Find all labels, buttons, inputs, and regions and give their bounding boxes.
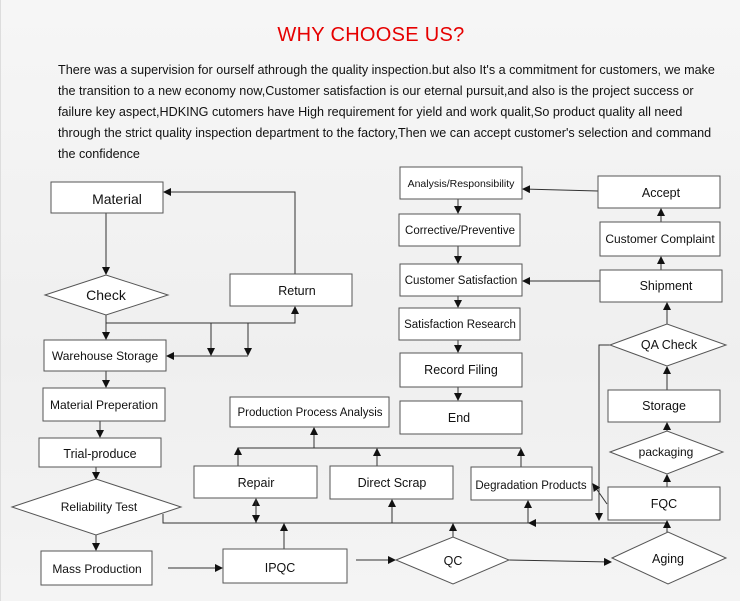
connectors — [92, 185, 671, 572]
node-end: End — [399, 400, 523, 435]
node-material-preperation: Material Preperation — [42, 387, 166, 422]
node-label: Degradation Products — [475, 480, 586, 492]
node-production-process-analysis: Production Process Analysis — [229, 396, 390, 428]
node-corrective-preventive: Corrective/Preventive — [398, 213, 521, 247]
node-customer-satisfaction: Customer Satisfaction — [399, 263, 523, 297]
node-label: IPQC — [265, 561, 296, 575]
node-label: Repair — [238, 476, 275, 490]
node-label: Reliability Test — [61, 500, 138, 514]
node-fqc: FQC — [607, 486, 721, 521]
node-qa-check: QA Check — [608, 323, 728, 367]
node-label: Production Process Analysis — [237, 407, 382, 419]
node-satisfaction-research: Satisfaction Research — [398, 307, 521, 341]
node-label: Storage — [642, 399, 686, 413]
node-check: Check — [43, 274, 170, 316]
node-label: Direct Scrap — [358, 476, 427, 490]
node-warehouse-storage: Warehouse Storage — [43, 339, 167, 372]
node-label: Aging — [652, 552, 684, 566]
node-label: End — [448, 411, 470, 425]
node-record-filing: Record Filing — [399, 352, 523, 388]
node-label: Material Preperation — [50, 398, 158, 412]
node-direct-scrap: Direct Scrap — [329, 465, 454, 500]
node-return: Return — [229, 273, 353, 307]
node-reliability-test: Reliability Test — [10, 478, 183, 536]
node-aging: Aging — [610, 531, 728, 585]
node-accept: Accept — [597, 175, 721, 209]
node-analysis-responsibility: Analysis/Responsibility — [399, 166, 523, 200]
intro-paragraph: There was a supervision for ourself athr… — [58, 63, 715, 161]
node-label: Corrective/Preventive — [405, 225, 515, 237]
node-label: packaging — [639, 445, 694, 459]
node-label: Return — [278, 284, 316, 298]
node-degradation-products: Degradation Products — [470, 466, 593, 501]
node-label: Analysis/Responsibility — [408, 178, 516, 190]
node-label: Material — [92, 191, 142, 207]
node-ipqc: IPQC — [222, 548, 348, 584]
node-mass-production: Mass Production — [40, 550, 153, 586]
node-label: Customer Satisfaction — [405, 275, 518, 287]
node-label: Trial-produce — [63, 447, 136, 461]
node-label: Record Filing — [424, 363, 498, 377]
node-label: Check — [86, 287, 127, 303]
node-label: QA Check — [641, 338, 698, 352]
node-trial-produce: Trial-produce — [38, 437, 162, 468]
node-label: Mass Production — [52, 562, 141, 576]
node-label: Accept — [642, 186, 681, 200]
node-material: Material — [50, 181, 164, 214]
node-qc: QC — [394, 536, 511, 585]
node-customer-complaint: Customer Complaint — [599, 221, 721, 257]
node-label: FQC — [651, 497, 677, 511]
section-title: WHY CHOOSE US? — [277, 24, 465, 46]
node-storage: Storage — [607, 389, 721, 423]
node-label: Customer Complaint — [605, 232, 715, 246]
node-shipment: Shipment — [599, 269, 723, 303]
node-repair: Repair — [193, 465, 318, 499]
node-label: Warehouse Storage — [52, 349, 159, 363]
node-label: Shipment — [640, 279, 693, 293]
node-packaging: packaging — [608, 430, 725, 475]
node-label: QC — [444, 554, 463, 568]
node-label: Satisfaction Research — [404, 319, 516, 331]
